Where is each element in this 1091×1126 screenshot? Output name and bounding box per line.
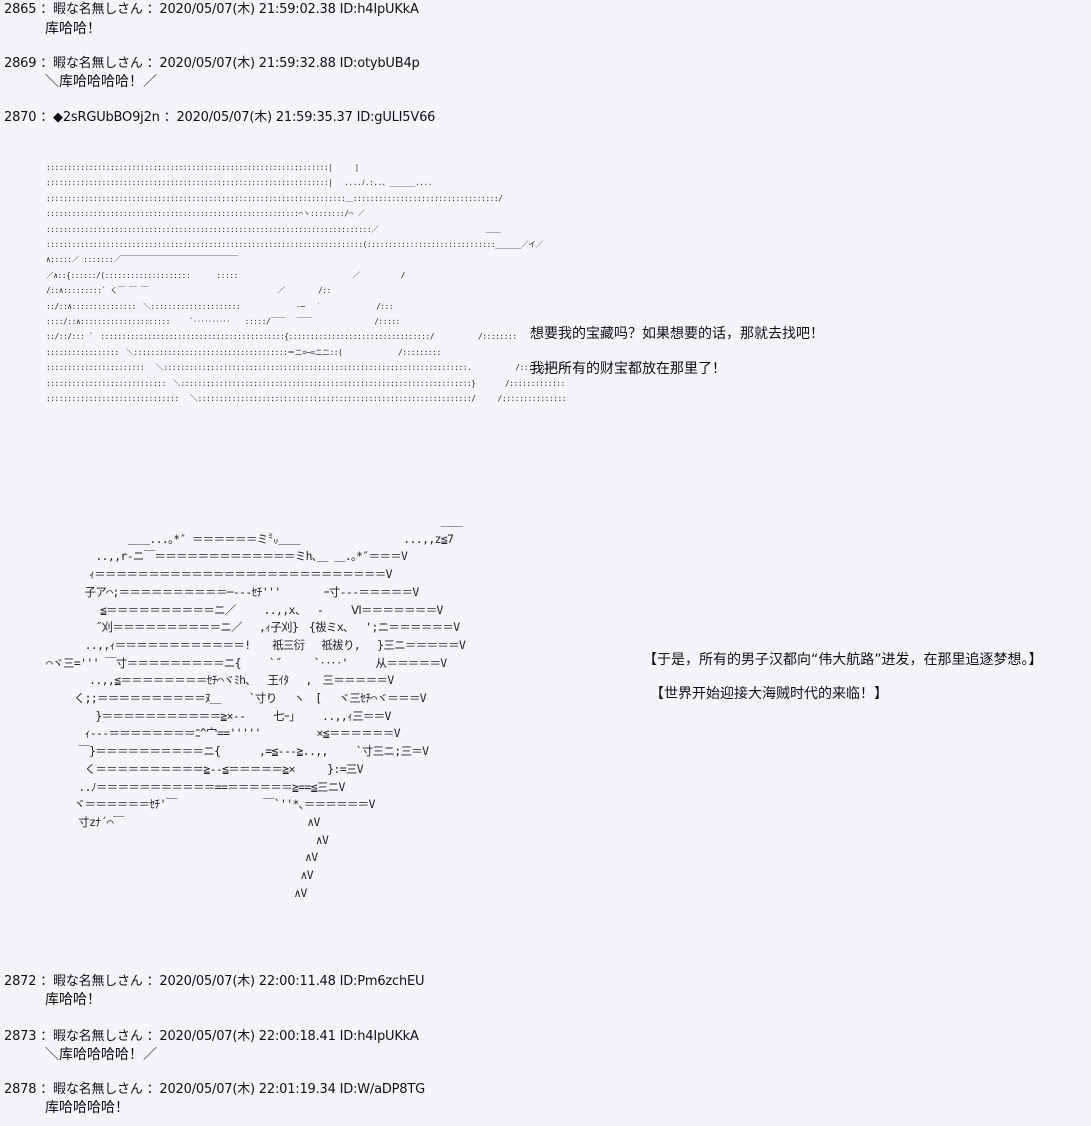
poster-id[interactable]: ID:Pm6zchEU	[339, 974, 425, 989]
post-separator: ：	[40, 2, 54, 17]
post-date: 2020/05/07(木) 22:00:11.48	[159, 974, 336, 989]
post-date: 2020/05/07(木) 21:59:32.88	[159, 56, 336, 71]
poster-name: 暇な名無しさん	[53, 1082, 143, 1097]
poster-name: 暇な名無しさん	[53, 974, 143, 989]
poster-name: 暇な名無しさん	[53, 56, 143, 71]
narration-line: 【于是，所有的男子汉都向“伟大航路”进发，在那里追逐梦想。】	[643, 652, 1043, 668]
poster-id[interactable]: ID:h4IpUKkA	[339, 1029, 419, 1044]
poster-trip: ◆2sRGUbBO9j2n	[53, 110, 160, 125]
post-body: ＼库哈哈哈哈！／	[45, 1047, 157, 1063]
post-separator: ：	[40, 1029, 54, 1044]
post-date: 2020/05/07(木) 22:00:18.41	[159, 1029, 336, 1044]
post-separator: ：	[40, 56, 54, 71]
dialogue-line: 我把所有的财宝都放在那里了！	[530, 361, 726, 377]
post-number[interactable]: 2869	[4, 56, 37, 71]
post-body: 库哈哈哈哈！	[45, 1100, 129, 1116]
poster-id[interactable]: ID:otybUB4p	[339, 56, 420, 71]
post-separator: ：	[146, 1029, 160, 1044]
post-header: 2872 ：暇な名無しさん ：2020/05/07(木) 22:00:11.48…	[4, 974, 425, 990]
poster-name: 暇な名無しさん	[53, 1029, 143, 1044]
post-date: 2020/05/07(木) 21:59:02.38	[159, 2, 336, 17]
post-header: 2865 ：暇な名無しさん ：2020/05/07(木) 21:59:02.38…	[4, 2, 419, 18]
dialogue-line: 想要我的宝藏吗？如果想要的话，那就去找吧！	[530, 326, 824, 342]
post-separator: ：	[163, 110, 177, 125]
ascii-art-jolly-roger-flag: ＿＿ ＿＿...｡*″ ＝＝＝＝＝＝ミ㍉＿＿ ...,,z≦7 ..,,r‐ニ￣…	[46, 514, 466, 900]
post-header: 2878 ：暇な名無しさん ：2020/05/07(木) 22:01:19.34…	[4, 1082, 425, 1098]
post-number[interactable]: 2873	[4, 1029, 37, 1044]
post-body: ＼库哈哈哈哈！／	[45, 74, 157, 90]
poster-id[interactable]: ID:W/aDP8TG	[339, 1082, 426, 1097]
post-separator: ：	[146, 974, 160, 989]
ascii-art-ship: ::::::::::::::::::::::::::::::::::::::::…	[46, 163, 567, 404]
post-separator: ：	[146, 2, 160, 17]
poster-name: 暇な名無しさん	[53, 2, 143, 17]
post-separator: ：	[146, 1082, 160, 1097]
poster-id[interactable]: ID:gULI5V66	[356, 110, 436, 125]
post-separator: ：	[40, 1082, 54, 1097]
poster-id[interactable]: ID:h4IpUKkA	[339, 2, 419, 17]
post-separator: ：	[40, 110, 54, 125]
post-separator: ：	[146, 56, 160, 71]
post-header: 2873 ：暇な名無しさん ：2020/05/07(木) 22:00:18.41…	[4, 1029, 419, 1045]
post-date: 2020/05/07(木) 21:59:35.37	[176, 110, 353, 125]
post-number[interactable]: 2878	[4, 1082, 37, 1097]
narration-line: 【世界开始迎接大海贼时代的来临！】	[650, 686, 888, 702]
post-number[interactable]: 2872	[4, 974, 37, 989]
post-header: 2869 ：暇な名無しさん ：2020/05/07(木) 21:59:32.88…	[4, 56, 420, 72]
post-body: 库哈哈！	[45, 992, 101, 1008]
post-header: 2870 ：◆2sRGUbBO9j2n ：2020/05/07(木) 21:59…	[4, 110, 435, 126]
post-date: 2020/05/07(木) 22:01:19.34	[159, 1082, 336, 1097]
post-number[interactable]: 2870	[4, 110, 37, 125]
post-number[interactable]: 2865	[4, 2, 37, 17]
post-separator: ：	[40, 974, 54, 989]
post-body: 库哈哈！	[45, 21, 101, 37]
